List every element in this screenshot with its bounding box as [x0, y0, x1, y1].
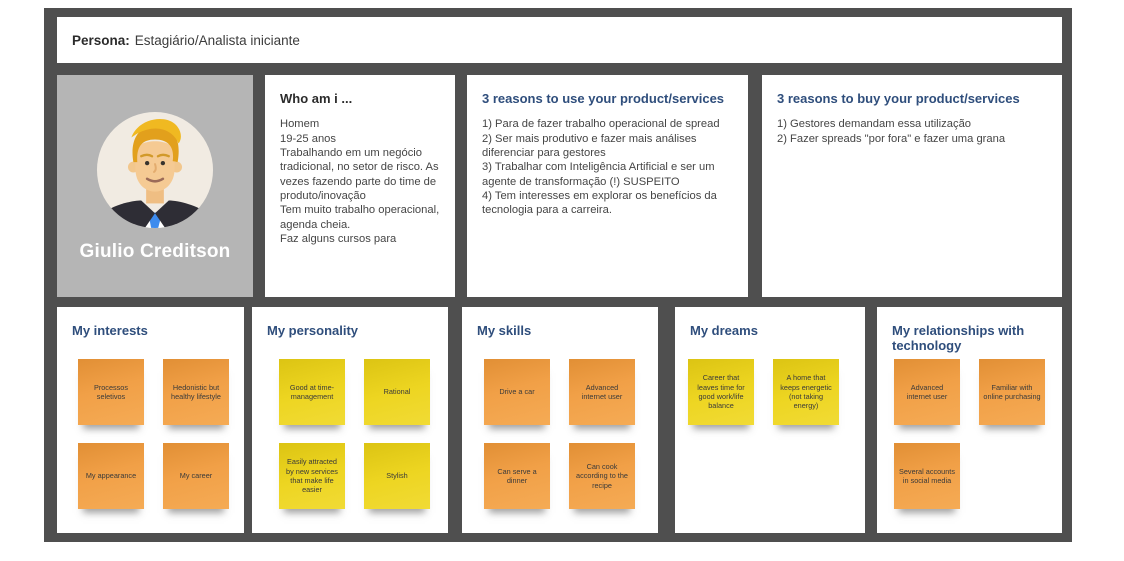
sticky-note[interactable]: Can serve a dinner: [484, 443, 550, 509]
panel-title: My interests: [72, 323, 148, 338]
panel-my-personality: My personality Good at time-management R…: [252, 307, 448, 533]
panel-my-skills: My skills Drive a car Advanced internet …: [462, 307, 658, 533]
panel-title: My dreams: [690, 323, 758, 338]
section-reasons-to-use: 3 reasons to use your product/services 1…: [467, 75, 748, 297]
persona-header-bar: Persona: Estagiário/Analista iniciante: [57, 17, 1062, 63]
section-title: 3 reasons to use your product/services: [482, 91, 725, 106]
panel-title: My personality: [267, 323, 359, 338]
notes-grid: Drive a car Advanced internet user Can s…: [484, 359, 635, 509]
persona-value: Estagiário/Analista iniciante: [134, 32, 300, 48]
section-body: 1) Gestores demandam essa utilização 2) …: [777, 118, 1006, 145]
section-reasons-to-buy: 3 reasons to buy your product/services 1…: [762, 75, 1062, 297]
persona-name: Giulio Creditson: [79, 241, 231, 262]
panel-my-interests: My interests Processos seletivos Hedonis…: [57, 307, 244, 533]
section-title: 3 reasons to buy your product/services: [777, 91, 1020, 106]
board-frame: Persona: Estagiário/Analista iniciante: [44, 8, 1072, 542]
sticky-note[interactable]: Processos seletivos: [78, 359, 144, 425]
sticky-note[interactable]: Hedonistic but healthy lifestyle: [163, 359, 229, 425]
notes-grid: Career that leaves time for good work/li…: [688, 359, 839, 425]
sticky-note[interactable]: Career that leaves time for good work/li…: [688, 359, 754, 425]
sticky-note[interactable]: Can cook according to the recipe: [569, 443, 635, 509]
sticky-note[interactable]: Familiar with online purchasing: [979, 359, 1045, 425]
avatar-man-icon: [96, 111, 214, 229]
notes-grid: Good at time-management Rational Easily …: [279, 359, 430, 509]
persona-label: Persona:: [72, 32, 130, 48]
notes-grid: Advanced internet user Familiar with onl…: [894, 359, 1045, 509]
section-who-am-i: Who am i ... Homem 19-25 anos Trabalhand…: [265, 75, 455, 297]
panel-title: My relationships with technology: [892, 323, 1025, 354]
sticky-note[interactable]: Advanced internet user: [569, 359, 635, 425]
sticky-note[interactable]: Several accounts in social media: [894, 443, 960, 509]
panel-my-dreams: My dreams Career that leaves time for go…: [675, 307, 865, 533]
sticky-note[interactable]: My career: [163, 443, 229, 509]
sticky-note[interactable]: Good at time-management: [279, 359, 345, 425]
sticky-note[interactable]: A home that keeps energetic (not taking …: [773, 359, 839, 425]
profile-card: Giulio Creditson: [57, 75, 253, 297]
sticky-note[interactable]: Easily attracted by new services that ma…: [279, 443, 345, 509]
avatar-image[interactable]: [96, 111, 214, 229]
sticky-note[interactable]: Advanced internet user: [894, 359, 960, 425]
section-title: Who am i ...: [280, 91, 353, 106]
panel-my-relationships-with-technology: My relationships with technology Advance…: [877, 307, 1062, 533]
sticky-note[interactable]: Stylish: [364, 443, 430, 509]
panel-title: My skills: [477, 323, 532, 338]
sticky-note[interactable]: Rational: [364, 359, 430, 425]
section-body: 1) Para de fazer trabalho operacional de…: [482, 118, 720, 217]
notes-grid: Processos seletivos Hedonistic but healt…: [78, 359, 229, 509]
sticky-note[interactable]: My appearance: [78, 443, 144, 509]
section-body: Homem 19-25 anos Trabalhando em um negóc…: [280, 118, 440, 245]
sticky-note[interactable]: Drive a car: [484, 359, 550, 425]
